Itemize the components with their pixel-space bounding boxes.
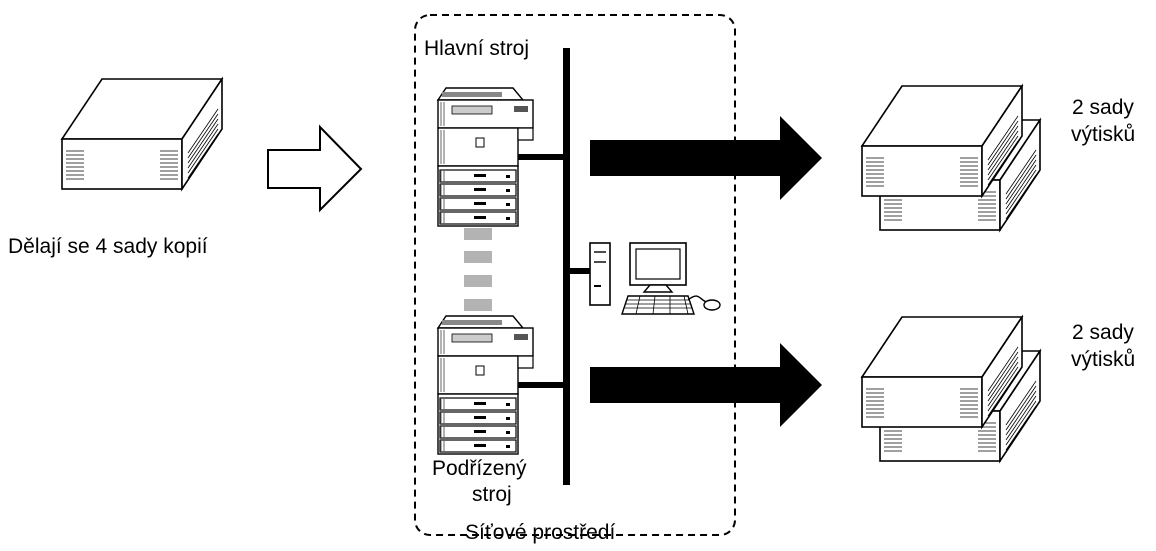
sub-machine-label-line2: stroj xyxy=(472,482,512,508)
output-top-label-line1: 2 sady xyxy=(1072,96,1134,119)
sub-machine-connector xyxy=(515,382,565,388)
source-label: Dělají se 4 sady kopií xyxy=(8,235,208,258)
outline-arrow-icon xyxy=(267,124,363,213)
output-bottom-label-line1: 2 sady xyxy=(1072,321,1134,344)
output-top-label-line2: výtisků xyxy=(1071,123,1136,146)
network-label: Síťové prostředí xyxy=(465,521,616,544)
solid-arrow-icon-top xyxy=(590,116,822,200)
computer-icon xyxy=(589,242,721,315)
output-bottom-label-line2: výtisků xyxy=(1071,348,1136,371)
sub-machine-label-line1: Podřízený xyxy=(432,456,527,482)
computer-connector xyxy=(568,268,594,274)
network-bus-line xyxy=(563,48,570,485)
network-boundary xyxy=(414,14,736,536)
main-machine-label: Hlavní stroj xyxy=(424,36,532,62)
solid-arrow-icon-bottom xyxy=(590,343,822,427)
copier-gap-dashes xyxy=(464,228,492,311)
output-paper-stack-icon-top xyxy=(861,85,1041,231)
main-machine-connector xyxy=(515,154,565,160)
source-paper-stack-icon xyxy=(61,78,223,190)
output-paper-stack-icon-bottom xyxy=(861,316,1041,462)
